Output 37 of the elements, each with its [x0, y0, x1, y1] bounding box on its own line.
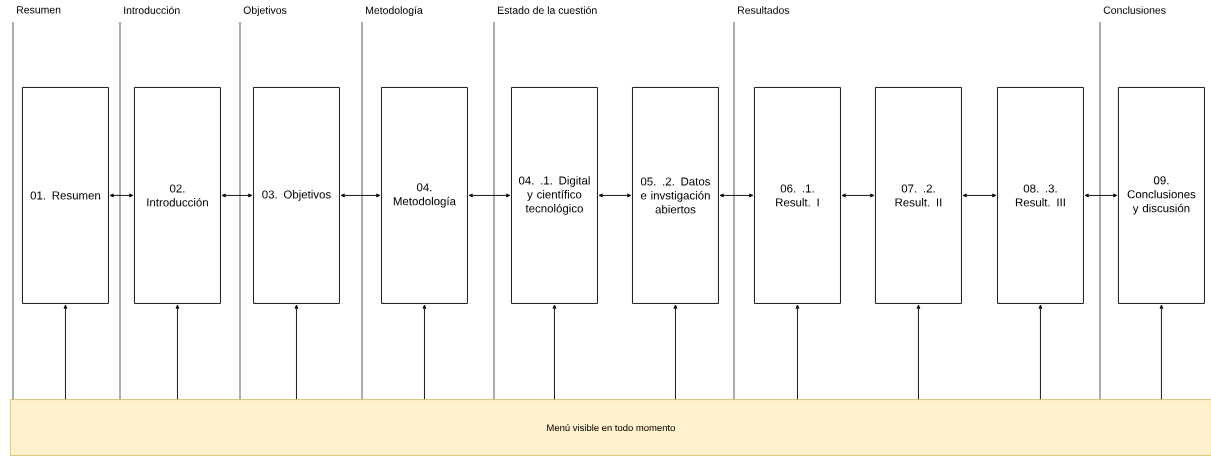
arrow	[109, 193, 134, 198]
section-box: 09. Conclusiones y discusión	[1118, 87, 1205, 304]
section-box: 04. Metodología	[381, 87, 468, 304]
section-label: Resumen	[17, 6, 61, 14]
section-box: 01. Resumen	[22, 87, 109, 304]
section-label: Objetivos	[243, 6, 287, 16]
arrow	[1038, 304, 1043, 400]
section-box: 08. .3. Result. III	[997, 87, 1084, 304]
section-label: Metodología	[366, 6, 423, 17]
section-box: 07. .2. Result. II	[875, 87, 962, 304]
section-box: 05. .2. Datos e invstigación abiertos	[632, 87, 719, 304]
menu-bar: Menú visible en todo momento	[10, 399, 1211, 456]
arrow	[673, 304, 678, 400]
arrow	[1159, 304, 1164, 400]
arrow	[552, 304, 557, 400]
arrow	[719, 193, 754, 198]
arrow	[340, 193, 381, 198]
arrow	[916, 304, 921, 400]
arrow	[63, 304, 68, 400]
section-box: 02. Introducción	[134, 87, 221, 304]
section-box: 04. .1. Digital y científico tecnológico	[511, 87, 598, 304]
section-label: Conclusiones	[1103, 6, 1166, 14]
arrow	[468, 193, 511, 198]
section-label: Resultados	[738, 6, 790, 14]
section-box: 03. Objetivos	[253, 87, 340, 304]
arrow	[221, 193, 253, 198]
arrow	[598, 193, 632, 198]
section-label: Estado de la cuestión	[498, 6, 597, 14]
arrow	[422, 304, 427, 400]
arrow	[1084, 193, 1118, 198]
section-label: Introducción	[124, 6, 180, 14]
arrow	[841, 193, 875, 198]
arrow	[175, 304, 180, 400]
arrow	[795, 304, 800, 400]
arrow	[294, 304, 299, 400]
arrow	[962, 193, 997, 198]
section-box: 06. .1. Result. I	[754, 87, 841, 304]
